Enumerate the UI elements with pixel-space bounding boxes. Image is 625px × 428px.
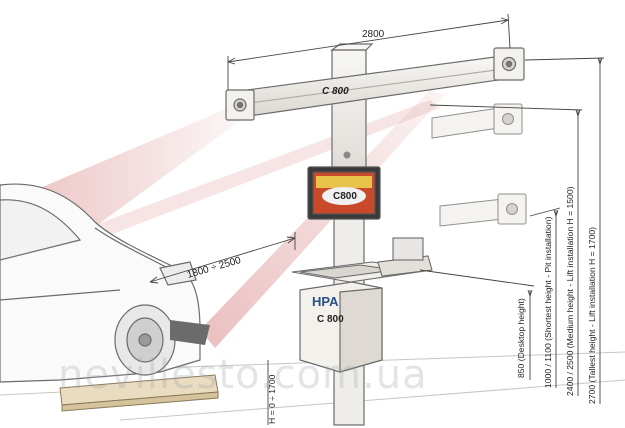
height-label-desktop: 850 (Desktop height) bbox=[516, 298, 526, 378]
cabinet bbox=[299, 281, 383, 373]
wheel-clamp bbox=[170, 320, 210, 345]
camera-head-left bbox=[225, 89, 255, 121]
monitor bbox=[307, 166, 381, 220]
height-label-medium: 2400 / 2500 (Medium height - Lift instal… bbox=[565, 186, 575, 396]
width-dimension-label: 2800 bbox=[362, 29, 385, 40]
beam-model-label: C 800 bbox=[322, 86, 349, 97]
dimension-distance bbox=[149, 232, 296, 284]
camera-beam bbox=[231, 54, 513, 119]
height-dimension-lines bbox=[267, 57, 605, 425]
screen-model-label: C800 bbox=[333, 191, 357, 202]
beam-position-medium bbox=[431, 103, 523, 139]
brand-logo: HPA bbox=[312, 294, 339, 309]
car bbox=[0, 183, 201, 383]
keyboard-tray bbox=[291, 237, 433, 283]
watermark: neville​sto.com.ua bbox=[58, 352, 428, 398]
lift-height-label: H = 0 ÷ 1700 bbox=[267, 374, 277, 424]
height-label-shortest: 1000 / 1100 (Shortest height - Pit insta… bbox=[543, 217, 553, 388]
camera-head-right bbox=[493, 47, 525, 81]
height-label-tallest: 2700 (Tallest height - Lift installation… bbox=[587, 227, 597, 404]
lift-rail bbox=[59, 374, 219, 412]
distance-dimension-label: 1800 ÷ 2500 bbox=[186, 255, 243, 281]
dimension-width bbox=[227, 13, 511, 90]
beam-position-low bbox=[439, 193, 527, 227]
cabinet-model-label: C 800 bbox=[317, 314, 344, 325]
